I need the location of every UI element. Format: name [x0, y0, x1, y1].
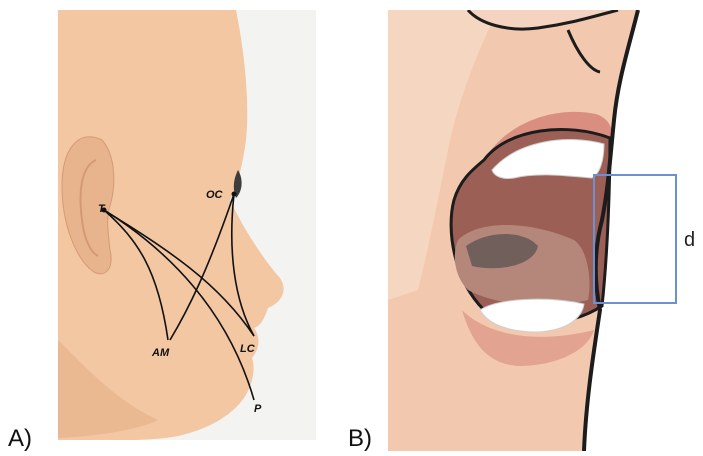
mannequin-figure: T OC AM LC P [58, 10, 316, 440]
panel-b-mouth-illustration: d [388, 10, 703, 451]
panel-b-label: B) [348, 425, 372, 453]
mouth-figure: d [388, 10, 703, 451]
label-pogonion: P [254, 403, 262, 415]
label-outer-canthus: OC [206, 189, 224, 201]
label-labial-commissure: LC [240, 343, 256, 355]
panel-a-mannequin-photo: T OC AM LC P [58, 10, 316, 440]
panel-a-label: A) [8, 425, 32, 453]
point-oc [232, 192, 237, 197]
label-angle-of-mandible: AM [151, 347, 170, 359]
measurement-label: d [684, 229, 695, 251]
